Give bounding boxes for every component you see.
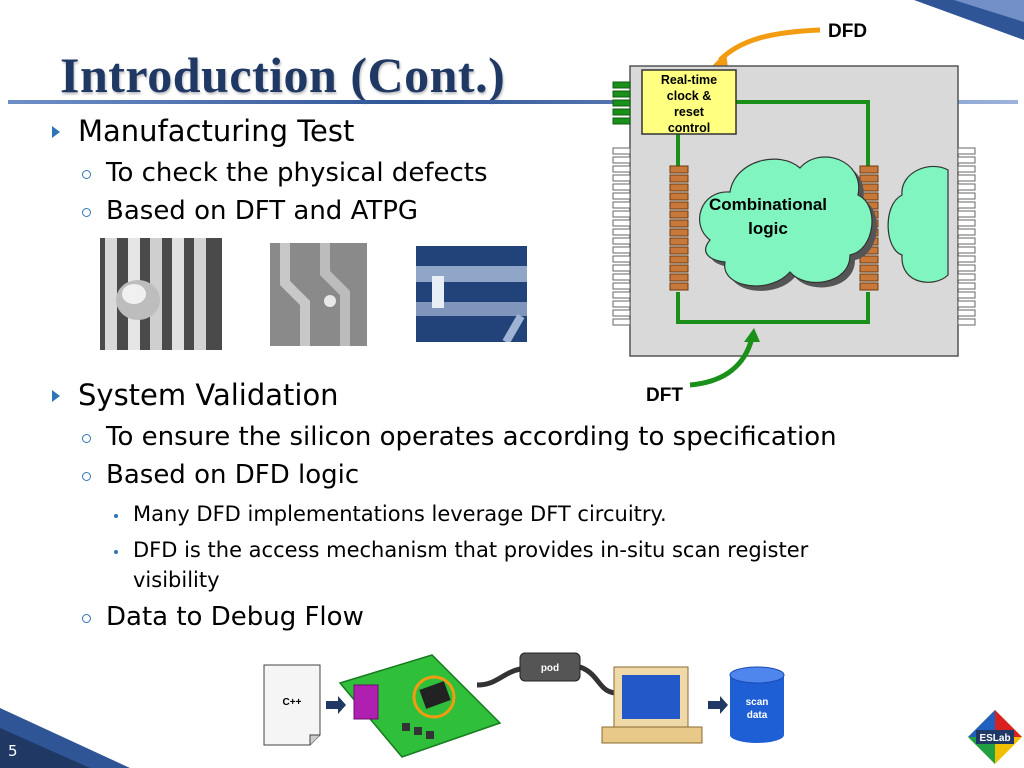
flow-arrow-icon — [326, 696, 346, 714]
ring-bullet-icon — [82, 472, 91, 481]
second-logic-cloud — [887, 165, 949, 283]
rtc-label-line4: control — [668, 121, 710, 135]
subbullet-dfd-access: DFD is the access mechanism that provide… — [133, 538, 809, 562]
page-number: 5 — [8, 742, 18, 760]
rtc-label-line3: reset — [674, 105, 705, 119]
chip-right-pins — [957, 147, 976, 326]
defect-photo-bridge — [416, 246, 527, 342]
corner-decoration-top-right — [914, 0, 1024, 40]
rtc-box — [641, 69, 737, 135]
chip-left-pins — [612, 147, 631, 326]
combinational-logic-cloud — [699, 156, 877, 291]
pod-label: pod — [541, 663, 559, 674]
ring-bullet-icon — [82, 614, 91, 623]
dft-label: DFT — [646, 385, 683, 406]
heading-system-validation: System Validation — [78, 378, 339, 412]
ring-bullet-icon — [82, 208, 91, 217]
bullet-dfd-logic: Based on DFD logic — [106, 460, 360, 490]
eslab-logo-text: ESLab — [979, 733, 1010, 744]
flow-arrow-icon — [708, 696, 728, 714]
subbullet-dfd-leverage: Many DFD implementations leverage DFT ci… — [133, 502, 667, 526]
db-label-line1: scan — [746, 697, 769, 708]
defect-photo-wires — [100, 238, 222, 350]
heading-manufacturing-test: Manufacturing Test — [78, 114, 355, 148]
circuit-board-icon — [338, 654, 502, 758]
bullet-ensure-silicon: To ensure the silicon operates according… — [106, 422, 837, 452]
arrow-bullet-icon — [52, 390, 60, 402]
ring-bullet-icon — [82, 170, 91, 179]
debug-flow-diagram: C++ pod scan data — [263, 652, 785, 758]
title-underline — [8, 100, 1018, 104]
scan-data-database-icon — [729, 666, 785, 743]
computer-icon — [601, 666, 703, 744]
scan-register-left — [669, 165, 689, 291]
slide-title: Introduction (Cont.) — [60, 47, 506, 103]
dot-bullet-icon — [114, 514, 118, 518]
subbullet-dfd-access-cont: visibility — [133, 568, 220, 592]
cpp-file-icon — [263, 664, 321, 746]
scan-chain-wires — [676, 100, 870, 324]
arrow-bullet-icon — [52, 126, 60, 138]
rtc-label-line1: Real-time — [661, 73, 717, 87]
comb-label-line2: logic — [748, 219, 788, 238]
defect-photo-traces — [270, 243, 367, 346]
eslab-logo: ESLab — [968, 710, 1022, 764]
bullet-dft-atpg: Based on DFT and ATPG — [106, 196, 419, 226]
bullet-physical-defects: To check the physical defects — [106, 158, 488, 188]
bullet-debug-flow: Data to Debug Flow — [106, 602, 364, 632]
comb-label-line1: Combinational — [709, 195, 827, 214]
chip-diagram: DFD Real-time clock & reset control — [612, 21, 976, 406]
chip-green-pins — [612, 81, 631, 125]
dfd-label: DFD — [828, 21, 867, 42]
ring-bullet-icon — [82, 434, 91, 443]
dft-arrow — [689, 337, 755, 388]
cpp-file-label: C++ — [283, 697, 302, 708]
rtc-label-line2: clock & — [667, 89, 711, 103]
corner-decoration-bottom-left — [0, 708, 130, 768]
pod-device-icon — [519, 652, 581, 682]
dot-bullet-icon — [114, 550, 118, 554]
db-label-line2: data — [747, 710, 768, 721]
dfd-arrow — [718, 27, 821, 62]
